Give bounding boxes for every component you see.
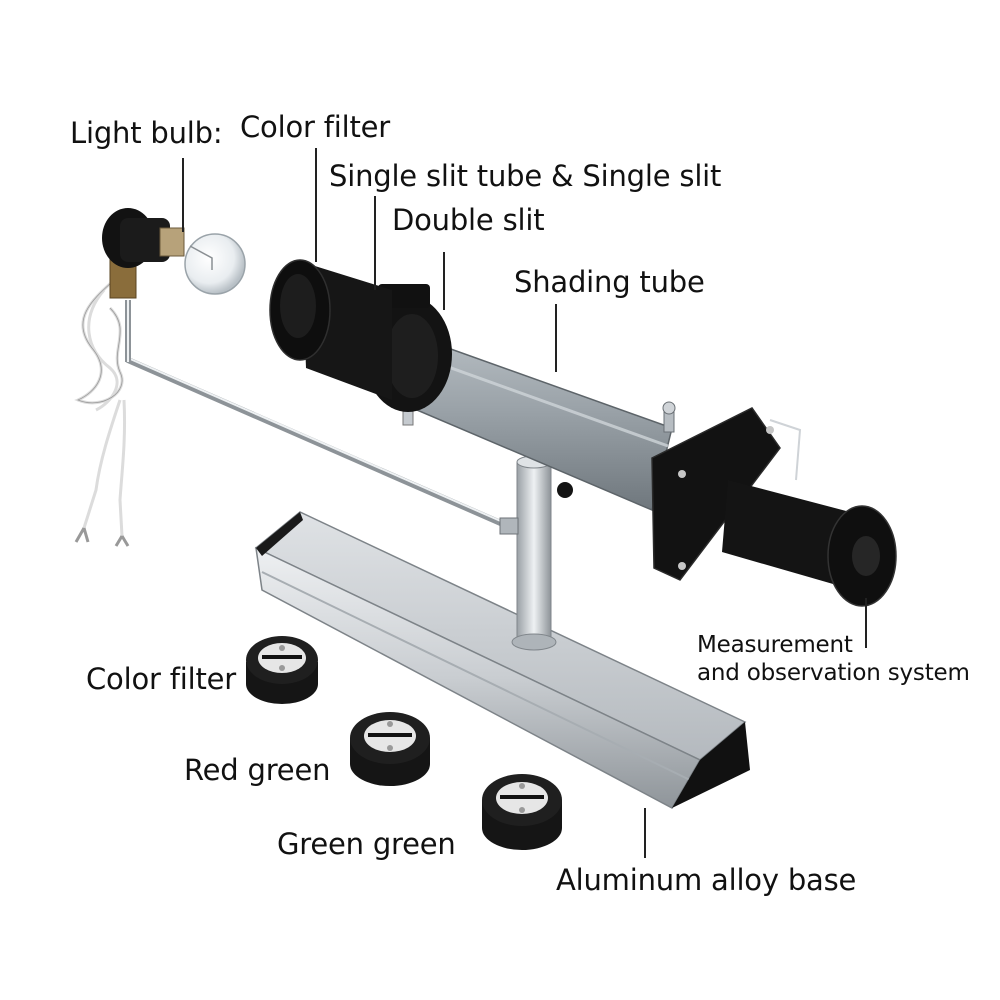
label-measurement-line1: Measurement — [697, 632, 853, 658]
bulb-support-rod — [125, 300, 519, 535]
label-double-slit: Double slit — [392, 203, 545, 237]
label-color-filter-bottom: Color filter — [86, 662, 236, 696]
light-bulb — [102, 208, 246, 299]
label-light-bulb: Light bulb: — [70, 116, 223, 150]
label-measurement-line2: and observation system — [697, 659, 970, 686]
green-green-disc — [482, 774, 562, 850]
label-aluminum-base: Aluminum alloy base — [556, 863, 857, 897]
label-shading-tube: Shading tube — [514, 265, 705, 299]
support-post — [511, 455, 573, 651]
color-filter-disc — [246, 636, 318, 704]
label-color-filter-top: Color filter — [240, 110, 390, 144]
label-single-slit: Single slit tube & Single slit — [329, 159, 722, 193]
color-filter-housing — [269, 259, 392, 400]
leader-lines — [182, 148, 867, 858]
red-green-disc — [350, 712, 430, 786]
power-cord — [74, 280, 130, 547]
aluminum-base — [254, 511, 750, 810]
label-green-green: Green green — [277, 827, 456, 861]
label-measurement: Measurement and observation system — [697, 632, 970, 687]
cord-outline — [76, 281, 123, 404]
measurement-system — [651, 407, 897, 607]
label-red-green: Red green — [184, 753, 331, 787]
